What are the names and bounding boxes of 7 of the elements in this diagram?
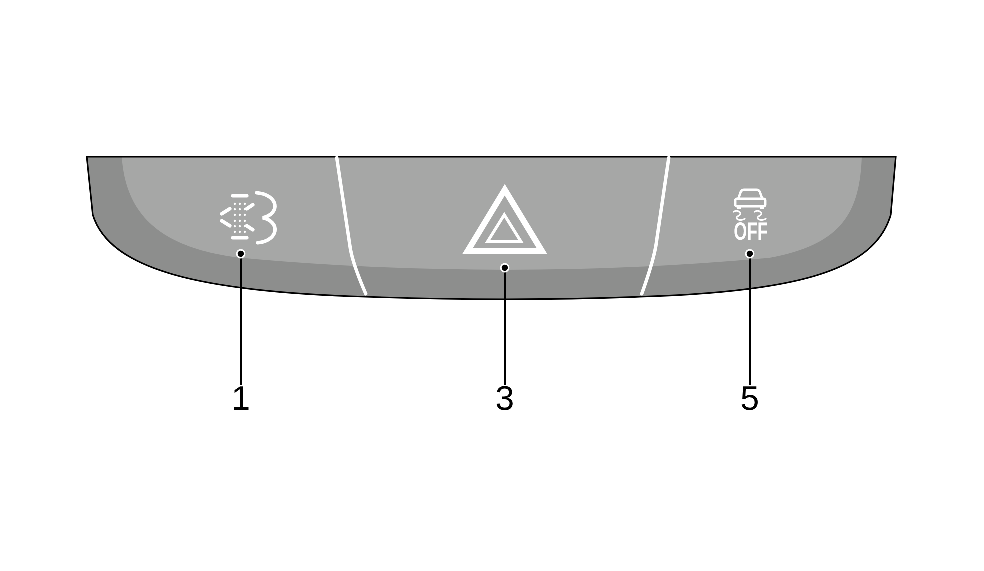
off-label: OFF [734, 223, 768, 242]
leader-line [745, 249, 755, 385]
callout-number: 3 [496, 385, 514, 413]
leader-line [236, 249, 246, 385]
callout-number: 5 [740, 385, 760, 413]
callout-number: 1 [232, 385, 250, 413]
leader-line [500, 263, 510, 385]
